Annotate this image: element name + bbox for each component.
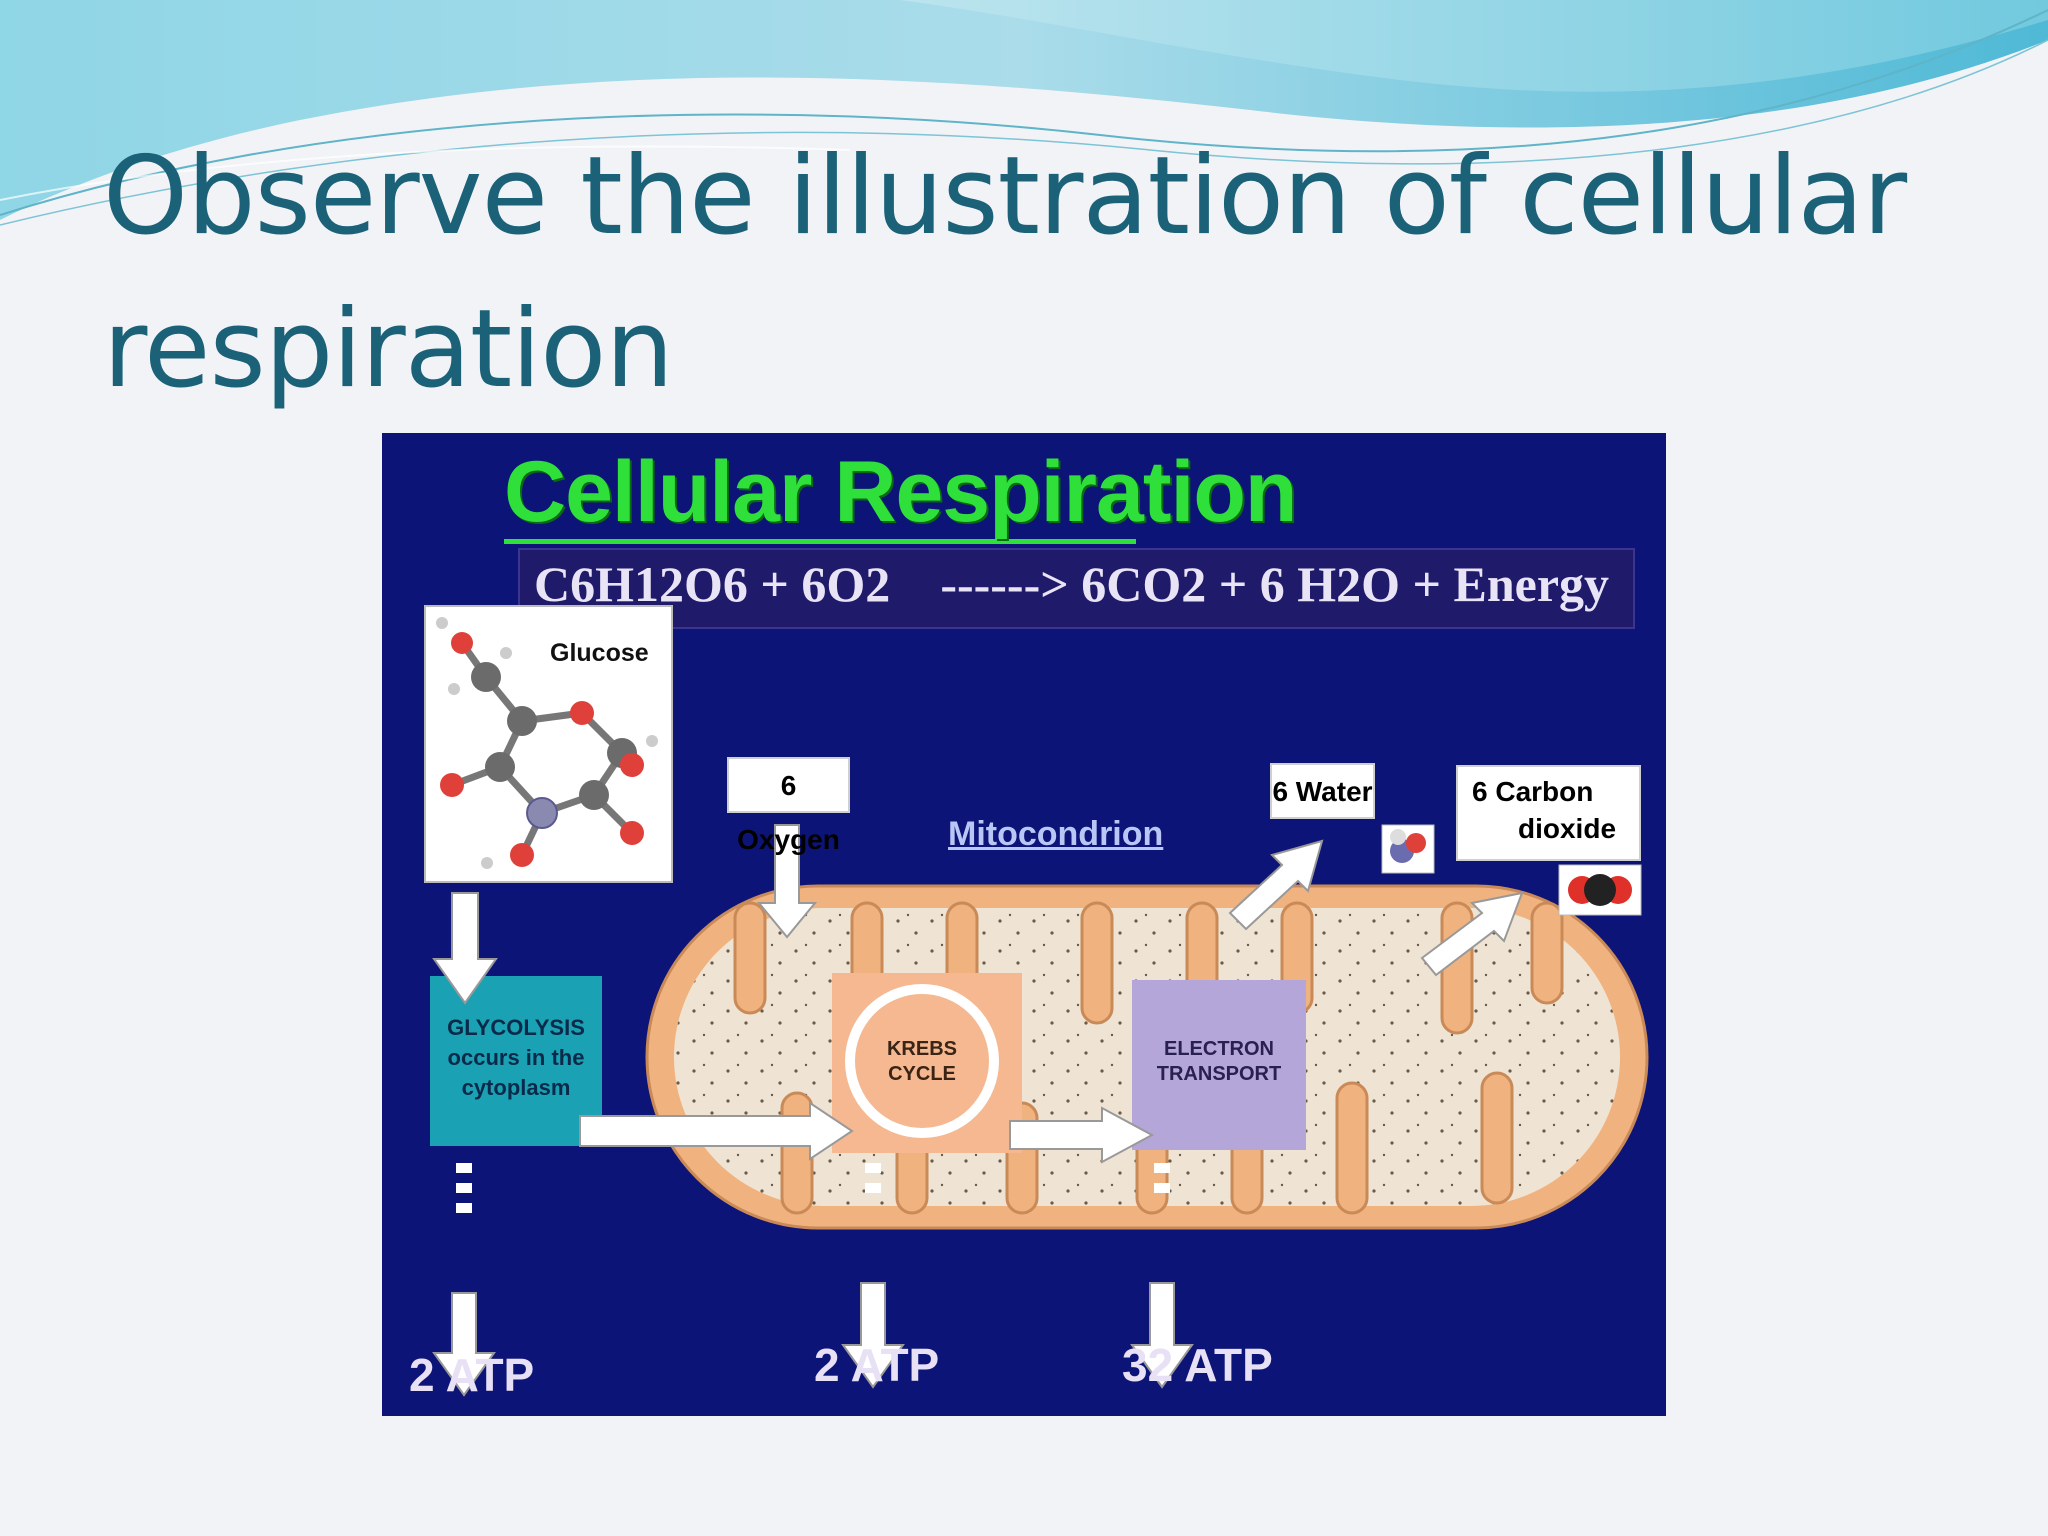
flow-arrows	[432, 824, 1524, 1397]
electron-line1: ELECTRON	[1164, 1038, 1274, 1060]
krebs-line2: CYCLE	[888, 1063, 956, 1085]
co2-label-line1: 6 Carbon	[1472, 776, 1594, 807]
wave-banner	[0, 0, 2048, 226]
glucose-molecule-icon	[436, 617, 658, 869]
krebs-cycle-arrows-icon	[845, 984, 999, 1138]
dashed-connectors	[456, 1163, 1170, 1213]
atp-krebs: 2 ATP	[814, 1339, 940, 1391]
glucose-label: Glucose	[550, 639, 649, 667]
glycolysis-line1: GLYCOLYSIS	[447, 1015, 585, 1040]
equation-co2: 6CO2	[1081, 556, 1207, 612]
heading-underline	[504, 539, 1136, 544]
equation-oxygen: 6O2	[801, 556, 891, 612]
water-label: 6 Water	[1270, 763, 1375, 819]
water-molecule-icon	[1381, 824, 1435, 874]
equation-water: 6 H2O	[1259, 556, 1401, 612]
mitochondrion-label: Mitocondrion	[948, 815, 1164, 853]
glycolysis-box	[430, 976, 602, 1146]
chemical-equation: C6H12O6 + 6O2 ------> 6CO2 + 6 H2O + Ene…	[534, 556, 1610, 612]
glycolysis-line2: occurs in the	[447, 1045, 585, 1070]
cellular-respiration-figure: Cellular Respiration C6H12O6 + 6O2 -----…	[382, 433, 1666, 1416]
equation-glucose: C6H12O6	[534, 556, 748, 612]
glycolysis-text: GLYCOLYSIS occurs in the cytoplasm	[430, 1013, 602, 1103]
oxygen-label: 6 Oxygen	[727, 757, 850, 855]
equation-arrow: ------>	[940, 556, 1069, 612]
krebs-text: KREBS CYCLE	[872, 1037, 972, 1087]
figure-heading: Cellular Respiration	[504, 444, 1297, 540]
electron-transport-box	[1132, 980, 1306, 1150]
glycolysis-line3: cytoplasm	[461, 1075, 571, 1100]
co2-molecule-icon	[1558, 864, 1642, 916]
equation-banner	[518, 548, 1635, 629]
figure-graphics	[424, 539, 1649, 1397]
atp-glycolysis: 2 ATP	[409, 1349, 535, 1401]
electron-line2: TRANSPORT	[1156, 1063, 1282, 1085]
co2-label-line2: dioxide	[1518, 813, 1617, 844]
equation-energy: Energy	[1453, 556, 1610, 612]
slide-title: Observe the illustration of cellular res…	[103, 134, 1907, 412]
krebs-line1: KREBS	[886, 1038, 957, 1060]
atp-electron: 32 ATP	[1122, 1339, 1273, 1391]
co2-label: 6 Carbon dioxide	[1456, 765, 1641, 861]
electron-transport-text: ELECTRON TRANSPORT	[1132, 1037, 1306, 1087]
